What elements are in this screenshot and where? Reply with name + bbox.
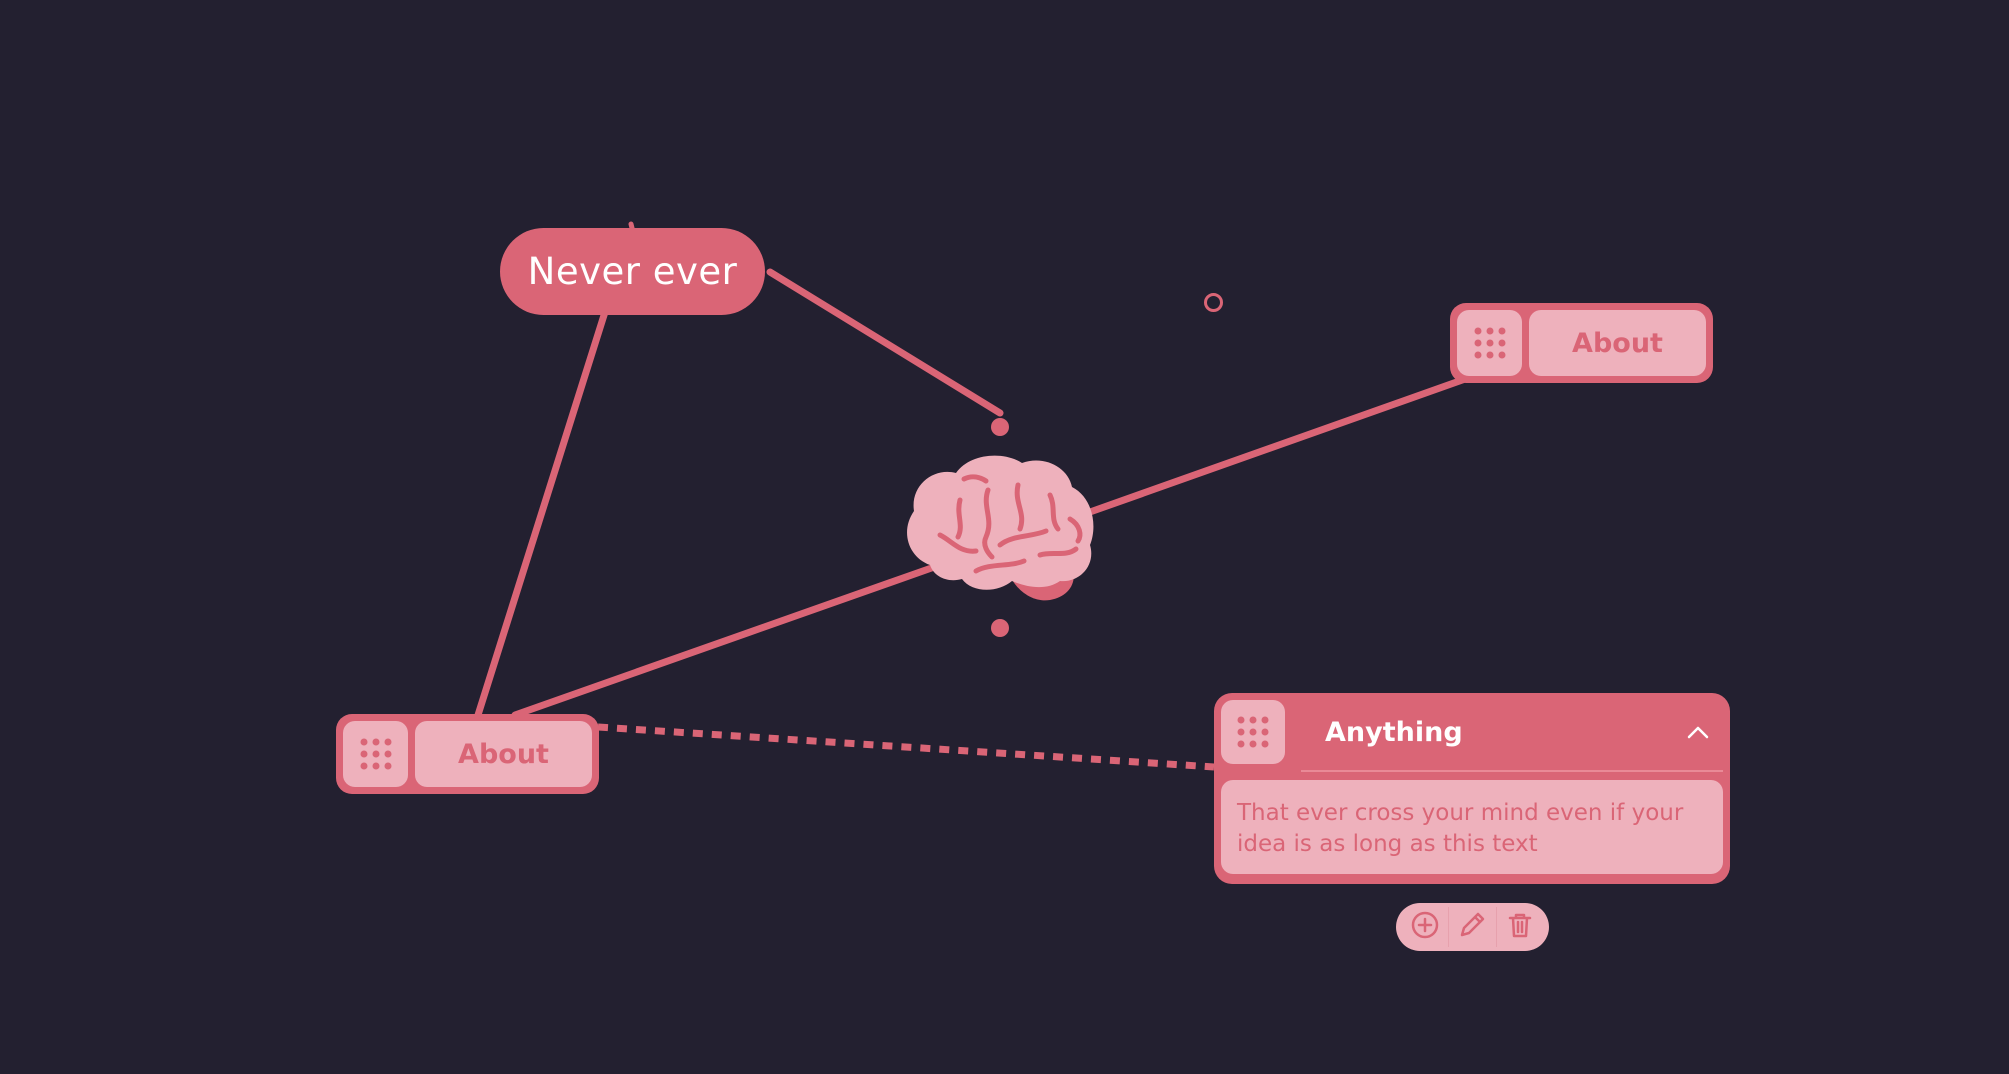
node-action-toolbar	[1396, 903, 1549, 951]
add-button[interactable]	[1403, 905, 1447, 949]
node-about-right-label[interactable]: About	[1529, 310, 1706, 376]
card-title: Anything	[1325, 716, 1463, 748]
trash-icon	[1505, 910, 1535, 944]
drag-grip-icon[interactable]	[343, 721, 408, 787]
toolbar-separator	[1448, 907, 1450, 947]
edge-about-left-to-card	[597, 723, 1215, 771]
chevron-up-icon[interactable]	[1673, 712, 1723, 752]
drag-grip-icon[interactable]	[1457, 310, 1522, 376]
node-never-ever-label: Never ever	[527, 250, 738, 293]
plus-circle-icon	[1410, 910, 1440, 944]
edge-brain-to-about-right	[1086, 374, 1472, 516]
node-about-left-label[interactable]: About	[415, 721, 592, 787]
drag-grip-icon[interactable]	[1221, 700, 1285, 764]
card-header: Anything	[1221, 700, 1723, 764]
connection-point[interactable]	[1204, 293, 1223, 312]
toolbar-separator	[1495, 907, 1497, 947]
node-never-ever[interactable]: Never ever	[500, 228, 765, 315]
node-about-left[interactable]: About	[336, 714, 599, 794]
edge-brain-to-about-left	[511, 561, 944, 719]
node-anything-card[interactable]: Anything That ever cross your mind even …	[1214, 693, 1730, 884]
card-divider	[1301, 770, 1723, 772]
brain-top-handle[interactable]	[991, 418, 1009, 436]
brain-bottom-handle[interactable]	[991, 619, 1009, 637]
pencil-icon	[1457, 910, 1487, 944]
delete-button[interactable]	[1498, 905, 1542, 949]
edge-pill-to-about-left	[474, 308, 609, 719]
edge-pill-to-brain	[766, 268, 1004, 417]
card-body-text[interactable]: That ever cross your mind even if your i…	[1221, 780, 1723, 874]
edit-button[interactable]	[1450, 905, 1494, 949]
node-about-right[interactable]: About	[1450, 303, 1713, 383]
brain-icon[interactable]	[900, 445, 1100, 610]
